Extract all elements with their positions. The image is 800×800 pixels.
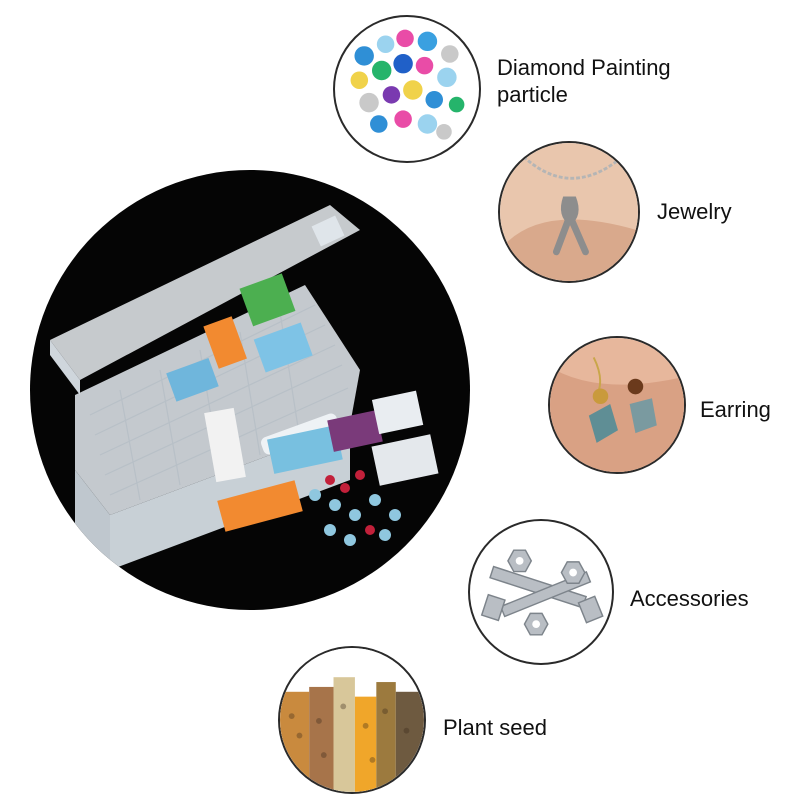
diamond-particle-label: Diamond Painting particle	[497, 54, 671, 108]
diamond-label-line2: particle	[497, 82, 568, 107]
jewelry-thumbnail	[498, 141, 640, 283]
accessories-label: Accessories	[630, 586, 749, 611]
jewelry-label: Jewelry	[657, 199, 732, 224]
earring-illustration	[550, 338, 684, 472]
diamond-label-line1: Diamond Painting	[497, 55, 671, 80]
bolts-and-nuts-illustration	[480, 549, 604, 636]
plant-seed-thumbnail	[278, 646, 426, 794]
ribbon-pendant-illustration	[500, 143, 638, 281]
accessories-thumbnail	[468, 519, 614, 665]
storage-box-illustration	[50, 205, 439, 570]
seeds-illustration	[280, 648, 424, 792]
plant-seed-label: Plant seed	[443, 715, 547, 740]
earring-thumbnail	[548, 336, 686, 474]
earring-label: Earring	[700, 397, 771, 422]
diamond-particle-thumbnail	[333, 15, 481, 163]
product-photo-storage-box	[30, 170, 470, 610]
gem-particles-illustration	[350, 29, 465, 140]
